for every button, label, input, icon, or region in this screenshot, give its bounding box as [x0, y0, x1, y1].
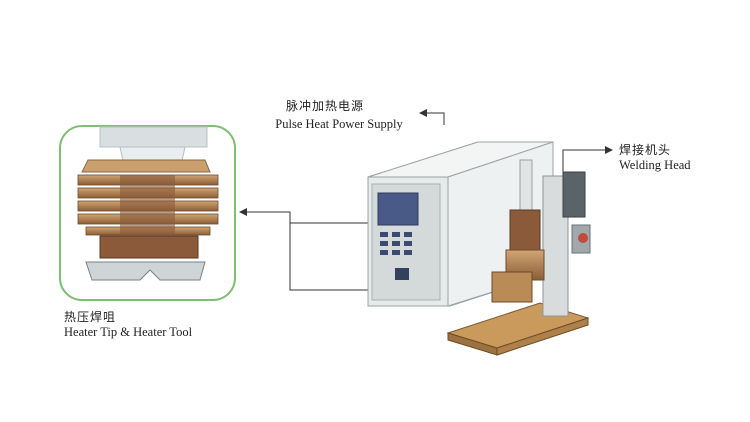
inset-center-block [120, 175, 175, 235]
inset-copper-block [99, 235, 199, 259]
lcd-screen [377, 192, 419, 226]
keypad [380, 232, 412, 255]
head-motor [562, 171, 586, 218]
power-supply-label-cn: 脉冲加热电源 [286, 99, 365, 113]
power-supply-label-en: Pulse Heat Power Supply [275, 117, 403, 131]
cylinder [519, 159, 533, 211]
heater-tip-label: 热压焊咀 Heater Tip & Heater Tool [64, 310, 192, 341]
heater-tip-label-en: Heater Tip & Heater Tool [64, 325, 193, 339]
welding-head-arrow [562, 146, 613, 176]
welding-head-label-cn: 焊接机头 [619, 143, 672, 157]
power-supply-label: 脉冲加热电源 Pulse Heat Power Supply [264, 99, 414, 134]
head-copper-block [509, 209, 541, 256]
welding-head-label-en: Welding Head [619, 158, 691, 172]
head-tool-block [491, 271, 533, 303]
inset-top-housing [99, 126, 208, 148]
welding-head-unit [491, 159, 591, 317]
welding-head-label: 焊接机头 Welding Head [619, 143, 691, 174]
valve-knob [578, 233, 588, 243]
inset-heater-blade [85, 261, 206, 281]
heater-tip-inset [59, 125, 236, 301]
inset-top-plate [81, 159, 211, 173]
power-supply-arrow [419, 109, 445, 125]
heater-tip-label-cn: 热压焊咀 [64, 310, 117, 324]
power-switch [395, 268, 409, 280]
